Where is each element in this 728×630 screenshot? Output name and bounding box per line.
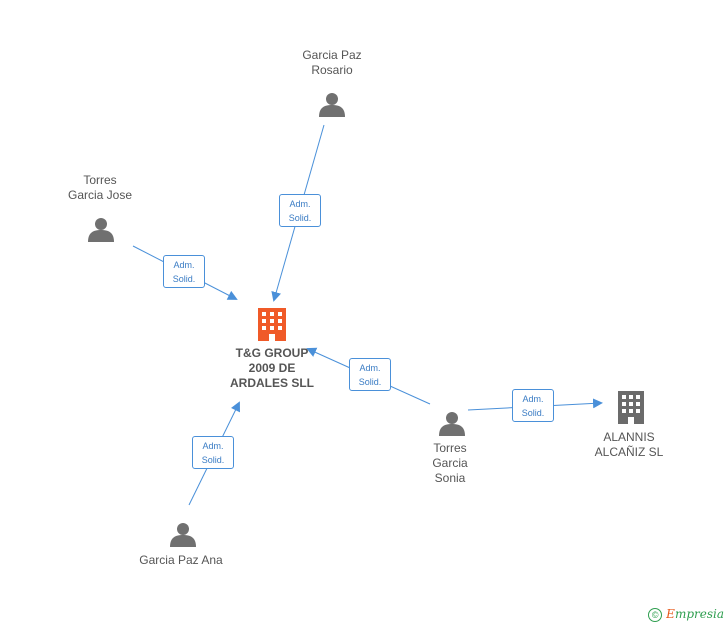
person-icon[interactable] xyxy=(88,218,114,242)
edge-label-line: Adm. xyxy=(522,394,544,404)
node-label-garcia-paz-ana[interactable]: Garcia Paz Ana xyxy=(128,553,234,568)
node-label-line: ARDALES SLL xyxy=(230,376,314,390)
node-label-line: Rosario xyxy=(311,63,353,77)
person-icon[interactable] xyxy=(439,412,465,436)
node-label-tg-group[interactable]: T&G GROUP 2009 DE ARDALES SLL xyxy=(216,346,328,391)
edge-label-line: Solid. xyxy=(201,455,225,465)
footer-credit: ©Empresia xyxy=(648,607,724,622)
building-icon[interactable] xyxy=(618,391,644,424)
person-icon[interactable] xyxy=(319,93,345,117)
node-label-torres-garcia-jose[interactable]: Torres Garcia Jose xyxy=(48,173,152,203)
edge-label-line: Solid. xyxy=(172,274,196,284)
edge-label-line: Adm. xyxy=(202,441,224,451)
edge-label-adm-solid: Adm. Solid. xyxy=(192,436,234,469)
edge-label-line: Adm. xyxy=(173,260,195,270)
brand-name: mpresia xyxy=(674,607,724,622)
node-label-line: Garcia Paz Ana xyxy=(139,553,223,567)
node-label-line: Sonia xyxy=(434,471,466,485)
edge-label-line: Adm. xyxy=(289,199,311,209)
edge-label-adm-solid: Adm. Solid. xyxy=(512,389,554,422)
node-label-torres-garcia-sonia[interactable]: Torres Garcia Sonia xyxy=(410,441,490,486)
node-label-line: Torres xyxy=(433,441,467,455)
node-label-line: Garcia xyxy=(432,456,468,470)
node-label-line: 2009 DE xyxy=(248,361,296,375)
edge-label-line: Solid. xyxy=(358,377,382,387)
person-icon[interactable] xyxy=(170,523,196,547)
edge-label-adm-solid: Adm. Solid. xyxy=(349,358,391,391)
brand-initial: E xyxy=(666,607,675,622)
edge-label-adm-solid: Adm. Solid. xyxy=(163,255,205,288)
edge-label-adm-solid: Adm. Solid. xyxy=(279,194,321,227)
node-label-line: Torres xyxy=(83,173,117,187)
edge-label-line: Solid. xyxy=(288,213,312,223)
node-label-line: Garcia Jose xyxy=(67,188,133,202)
node-label-line: T&G GROUP xyxy=(235,346,309,360)
node-label-alannis[interactable]: ALANNIS ALCAÑIZ SL xyxy=(584,430,674,460)
edge-label-line: Adm. xyxy=(359,363,381,373)
edge-label-line: Solid. xyxy=(521,408,545,418)
brand-logo[interactable]: Empresia xyxy=(666,607,724,621)
copyright-icon: © xyxy=(648,608,663,622)
node-label-line: ALCAÑIZ SL xyxy=(594,445,664,459)
node-label-line: ALANNIS xyxy=(603,430,655,444)
node-label-garcia-paz-rosario[interactable]: Garcia Paz Rosario xyxy=(282,48,382,78)
node-label-line: Garcia Paz xyxy=(302,48,362,62)
building-icon[interactable] xyxy=(258,308,286,341)
